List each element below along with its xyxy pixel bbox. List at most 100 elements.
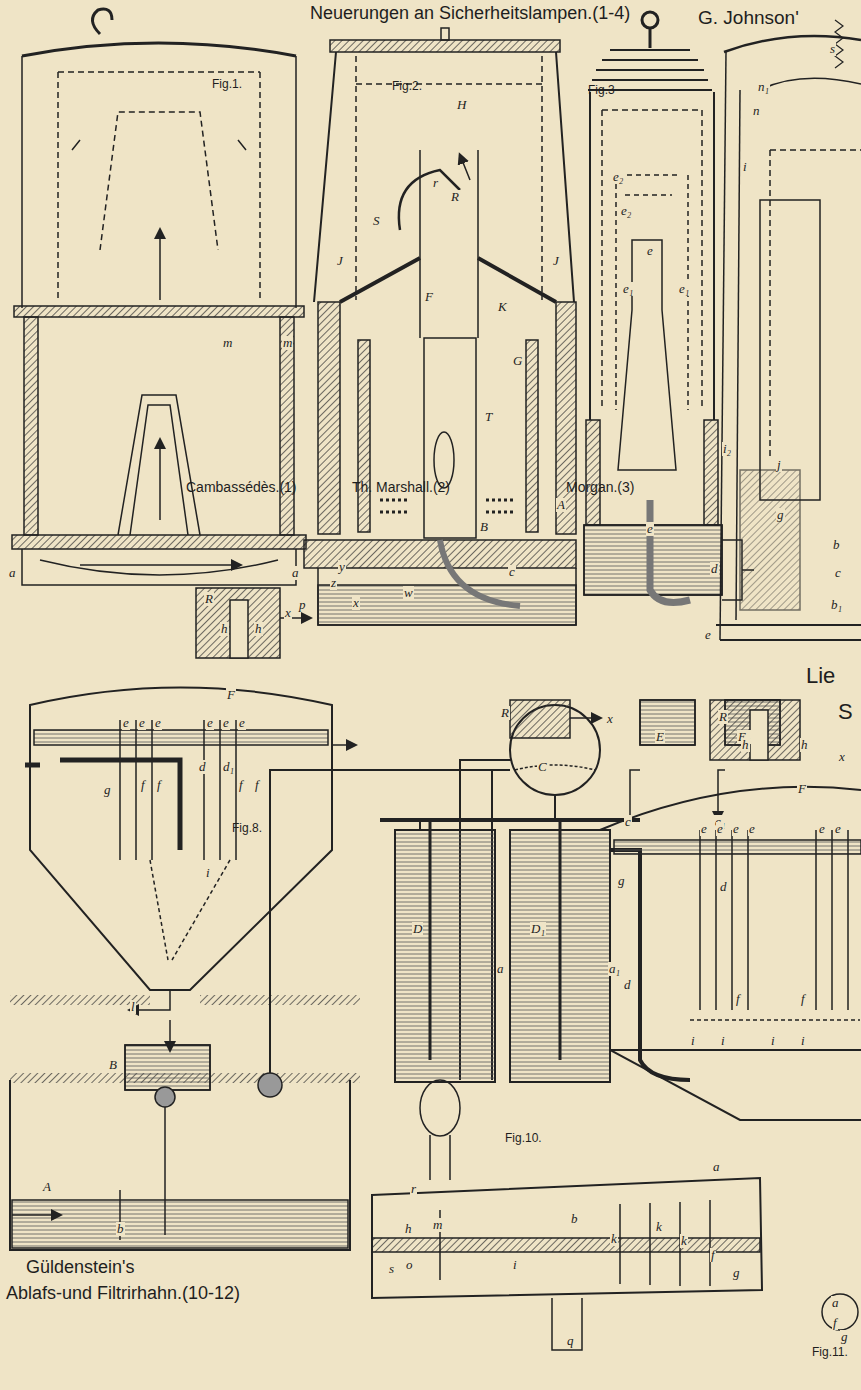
- figure-caption: Fig.1.: [212, 78, 242, 91]
- part-letter: b: [116, 1222, 125, 1236]
- part-letter: e: [748, 822, 756, 836]
- part-letter: r: [432, 176, 439, 190]
- part-letter: i: [720, 1034, 726, 1048]
- part-letter: g: [776, 508, 785, 522]
- figure-caption: Fig.2.: [392, 80, 422, 93]
- part-letter: x: [838, 750, 846, 764]
- part-letter: f: [238, 778, 244, 792]
- part-letter: g: [617, 874, 626, 888]
- part-letter: i₂: [722, 442, 732, 456]
- part-letter: i: [205, 866, 211, 880]
- part-letter: e: [138, 716, 146, 730]
- part-letter: R: [204, 592, 214, 606]
- part-letter: e: [222, 716, 230, 730]
- part-letter: e₂: [612, 170, 624, 184]
- part-letter: g: [103, 783, 112, 797]
- part-letter: T: [484, 410, 493, 424]
- figure-caption: Cambassédès.(1): [186, 480, 297, 495]
- part-letter: C: [537, 760, 548, 774]
- part-letter: a: [291, 566, 300, 580]
- part-letter: R: [500, 706, 510, 720]
- part-letter: f: [140, 778, 146, 792]
- part-letter: e₁: [678, 282, 690, 296]
- part-letter: m: [282, 336, 293, 350]
- figure-caption: Güldenstein's: [26, 1258, 135, 1278]
- part-letter: n₁: [757, 80, 770, 94]
- part-letter: e: [704, 628, 712, 642]
- part-letter: k: [680, 1234, 688, 1248]
- part-letter: J: [336, 254, 344, 268]
- part-letter: x: [284, 606, 292, 620]
- part-letter: f: [710, 1248, 716, 1262]
- part-letter: e: [732, 822, 740, 836]
- part-letter: y: [338, 560, 346, 574]
- part-letter: e: [154, 716, 162, 730]
- figure-caption: Fig.11.: [812, 1346, 848, 1359]
- part-letter: f: [800, 992, 806, 1006]
- part-letter: a: [496, 962, 505, 976]
- part-letter: F: [424, 290, 434, 304]
- part-letter: c: [508, 565, 516, 579]
- figure-caption: S: [838, 700, 853, 724]
- part-letter: i: [742, 160, 748, 174]
- figure-caption: Fig.3: [588, 84, 615, 97]
- plate-title: Neuerungen an Sicherheitslampen.(1-4): [310, 4, 630, 24]
- part-letter: i: [770, 1034, 776, 1048]
- part-letter: k: [610, 1232, 618, 1246]
- part-letter: R: [718, 710, 728, 724]
- part-letter: c: [624, 815, 632, 829]
- part-letter: p: [298, 598, 307, 612]
- part-letter: B: [108, 1058, 118, 1072]
- part-letter: J: [552, 254, 560, 268]
- part-letter: q: [566, 1334, 575, 1348]
- part-letter: s: [829, 42, 836, 56]
- part-letter: z: [330, 576, 337, 590]
- part-letter: c: [834, 566, 842, 580]
- part-letter: j: [776, 458, 782, 472]
- part-letter: e₁: [622, 282, 634, 296]
- part-letter: h: [800, 738, 809, 752]
- part-letter: d: [198, 760, 207, 774]
- part-letter: b: [832, 538, 841, 552]
- part-letter: e: [238, 716, 246, 730]
- part-letter: f: [156, 778, 162, 792]
- part-letter: G: [512, 354, 523, 368]
- figure-caption: Th. Marshall.(2): [352, 480, 450, 495]
- part-letter: m: [222, 336, 233, 350]
- part-letter: o: [405, 1258, 414, 1272]
- part-letter: d₁: [222, 760, 235, 774]
- part-letter: e: [818, 822, 826, 836]
- part-letter: h: [741, 738, 750, 752]
- part-letter: F: [226, 688, 236, 702]
- part-letter: F: [797, 782, 807, 796]
- part-letter: A: [556, 498, 566, 512]
- part-letter: f: [735, 992, 741, 1006]
- part-letter: D₁: [530, 922, 546, 936]
- part-letter: k: [655, 1220, 663, 1234]
- part-letter: S: [372, 214, 381, 228]
- part-letter: e: [122, 716, 130, 730]
- part-letter: H: [456, 98, 467, 112]
- part-letter: e: [834, 822, 842, 836]
- part-letter: i: [800, 1034, 806, 1048]
- part-letter: a: [8, 566, 17, 580]
- part-letter: D: [412, 922, 423, 936]
- part-letter: a: [712, 1160, 721, 1174]
- part-letter: i: [512, 1258, 518, 1272]
- part-letter: m: [432, 1218, 443, 1232]
- figure-caption: Lie: [806, 664, 835, 688]
- part-letter: b: [570, 1212, 579, 1226]
- part-letter: K: [497, 300, 508, 314]
- part-letter: B: [479, 520, 489, 534]
- part-letter: h: [254, 622, 263, 636]
- part-letter: e: [646, 522, 654, 536]
- part-letter: A: [42, 1180, 52, 1194]
- part-letter: a: [831, 1296, 840, 1310]
- figure-caption: Fig.8.: [232, 822, 262, 835]
- part-letter: n: [752, 104, 761, 118]
- part-letter: e: [206, 716, 214, 730]
- figure-caption: Morgan.(3): [566, 480, 634, 495]
- part-letter: d: [623, 978, 632, 992]
